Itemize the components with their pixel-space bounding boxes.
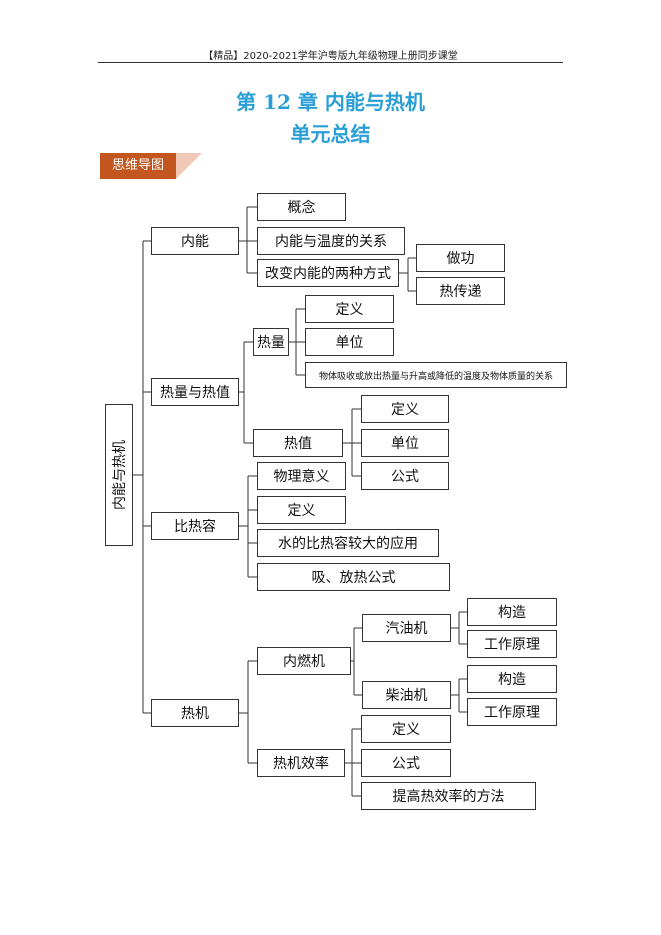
node-temp-relation: 内能与温度的关系 (257, 227, 405, 255)
node-diesel-principle: 工作原理 (467, 698, 557, 726)
node-efficiency-definition: 定义 (361, 715, 451, 743)
node-efficiency-improve: 提高热效率的方法 (361, 782, 536, 810)
node-diesel: 柴油机 (362, 681, 451, 709)
node-two-ways: 改变内能的两种方式 (257, 259, 399, 287)
node-quantity-relation: 物体吸收或放出热量与升高或降低的温度及物体质量的关系 (305, 362, 567, 388)
section-title: 单元总结 (290, 122, 371, 146)
node-physical-meaning: 物理意义 (257, 462, 346, 490)
node-heat-value: 热值 (253, 429, 343, 457)
node-sh-definition: 定义 (257, 496, 346, 524)
node-gasoline-structure: 构造 (467, 598, 557, 626)
node-heat-formula: 吸、放热公式 (257, 563, 450, 591)
node-efficiency-formula: 公式 (361, 749, 451, 777)
node-diesel-structure: 构造 (467, 665, 557, 693)
node-specific-heat: 比热容 (151, 512, 239, 540)
node-heat-engine: 热机 (151, 699, 239, 727)
node-efficiency: 热机效率 (257, 749, 345, 777)
node-neineng: 内能 (151, 227, 239, 255)
node-quantity-unit: 单位 (305, 328, 394, 356)
node-concept: 概念 (257, 193, 346, 221)
node-heat-transfer: 热传递 (416, 277, 505, 305)
node-work: 做功 (416, 244, 505, 272)
node-heat: 热量与热值 (151, 378, 239, 406)
root-node-label: 内能与热机 (112, 440, 128, 510)
node-value-formula: 公式 (361, 462, 449, 490)
page-header: 【精品】2020-2021学年沪粤版九年级物理上册同步课堂 (203, 51, 458, 62)
node-water-application: 水的比热容较大的应用 (257, 529, 439, 557)
badge-tail-decoration (176, 153, 202, 179)
header-rule (98, 62, 563, 63)
node-gasoline-principle: 工作原理 (467, 630, 557, 658)
node-value-unit: 单位 (361, 429, 449, 457)
node-ice: 内燃机 (257, 647, 351, 675)
node-value-definition: 定义 (361, 395, 449, 423)
node-gasoline: 汽油机 (362, 614, 451, 642)
node-quantity-definition: 定义 (305, 295, 394, 323)
node-heat-quantity: 热量 (253, 328, 289, 356)
chapter-title: 第 12 章 内能与热机 (236, 90, 425, 114)
root-node: 内能与热机 (105, 404, 133, 546)
mind-map-badge: 思维导图 (100, 153, 176, 179)
